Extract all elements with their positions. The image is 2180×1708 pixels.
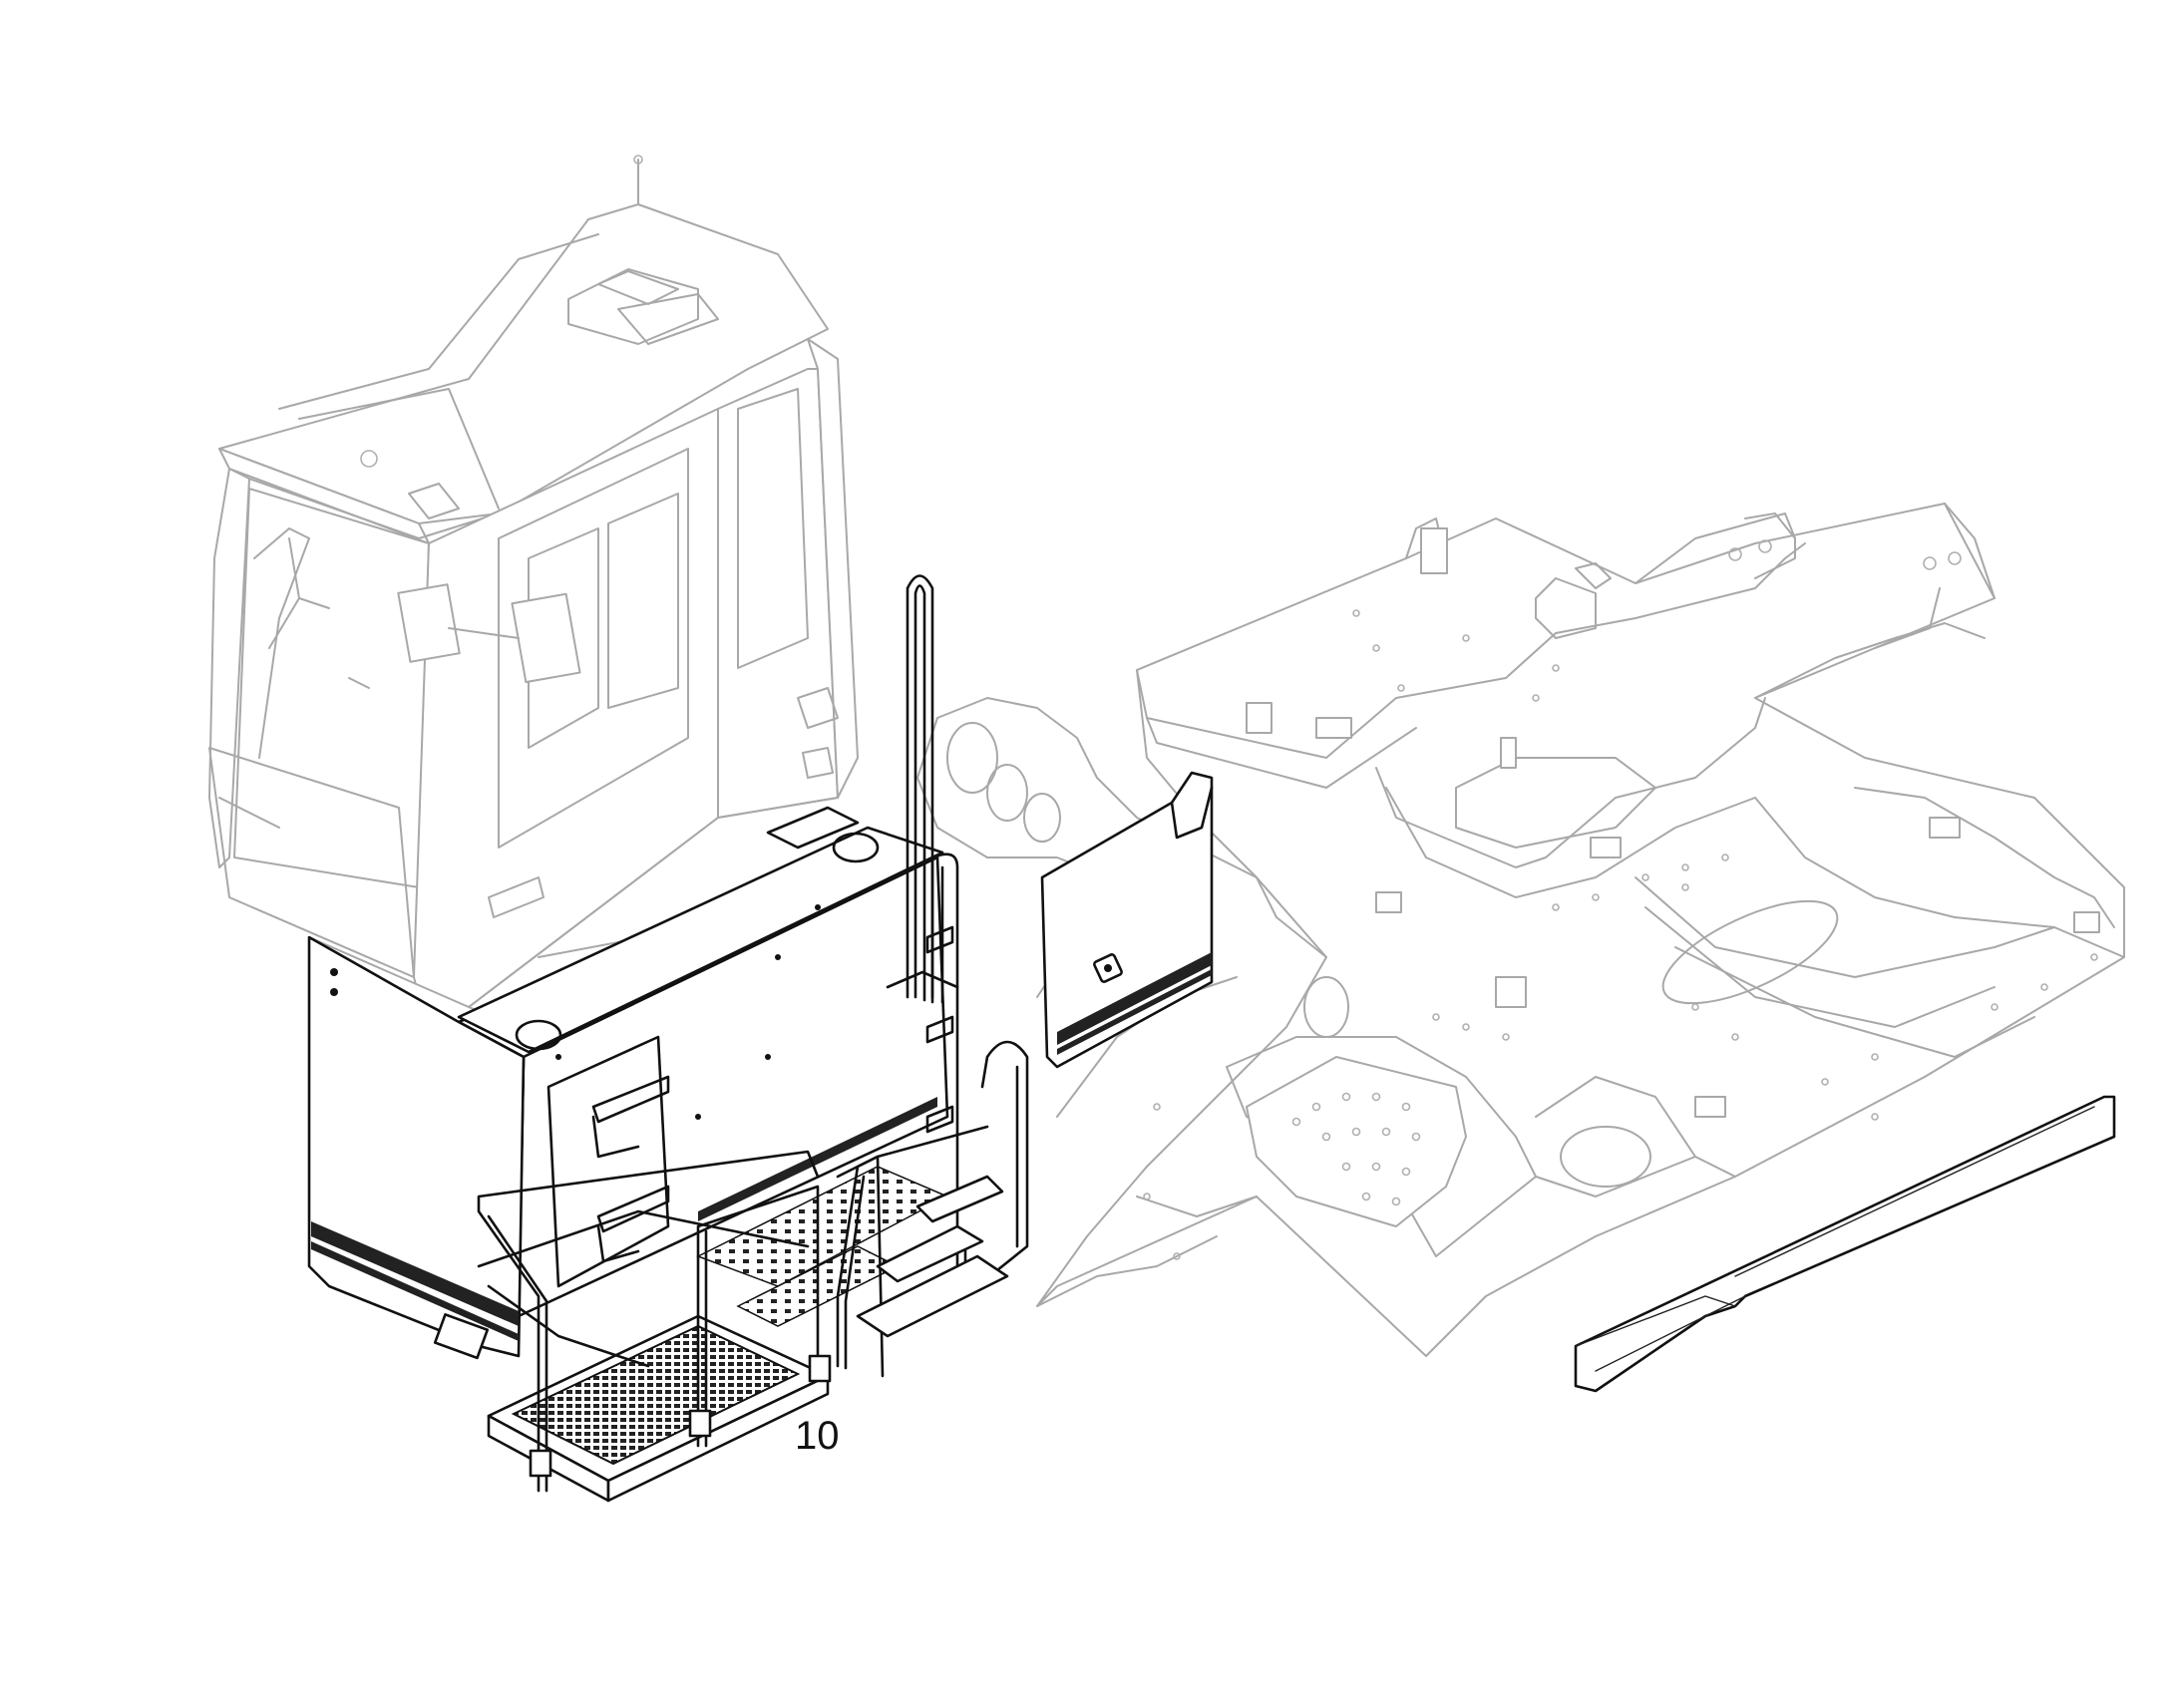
side-step-rail <box>1574 1095 2116 1393</box>
callout-10: 10 <box>795 1414 840 1458</box>
callout-label: 10 <box>795 1414 840 1458</box>
side-cover-panel <box>1040 771 1214 1069</box>
frame-bolt-holes <box>1143 609 2098 1260</box>
operator-cab <box>208 155 859 1008</box>
part-10-side-platform <box>307 574 1029 1503</box>
deck-plate-holes <box>1291 1092 1421 1206</box>
